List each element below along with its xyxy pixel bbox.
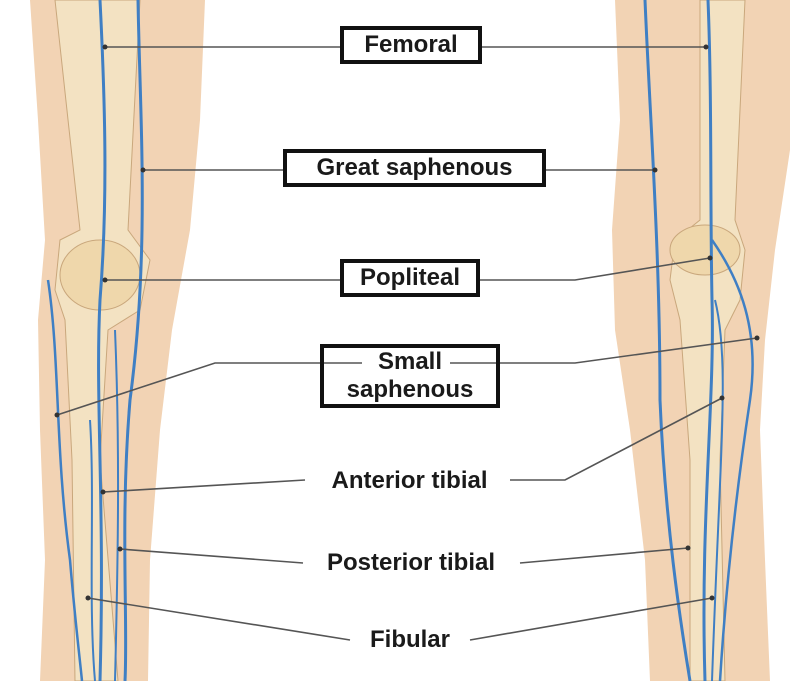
- left-leg: [30, 0, 205, 681]
- label-small-saphenous: Small saphenous: [320, 344, 500, 408]
- label-great-saphenous: Great saphenous: [283, 149, 546, 187]
- leader-lines: [56, 46, 758, 641]
- label-small-saphenous-line2: saphenous: [332, 376, 488, 404]
- label-popliteal: Popliteal: [340, 259, 480, 297]
- label-small-saphenous-line1: Small: [371, 348, 449, 376]
- right-leg: [612, 0, 790, 681]
- label-fibular: Fibular: [369, 626, 450, 653]
- leader-dots: [54, 44, 760, 601]
- label-anterior-tibial: Anterior tibial: [331, 467, 488, 494]
- label-femoral: Femoral: [340, 26, 482, 64]
- label-posterior-tibial: Posterior tibial: [326, 549, 496, 576]
